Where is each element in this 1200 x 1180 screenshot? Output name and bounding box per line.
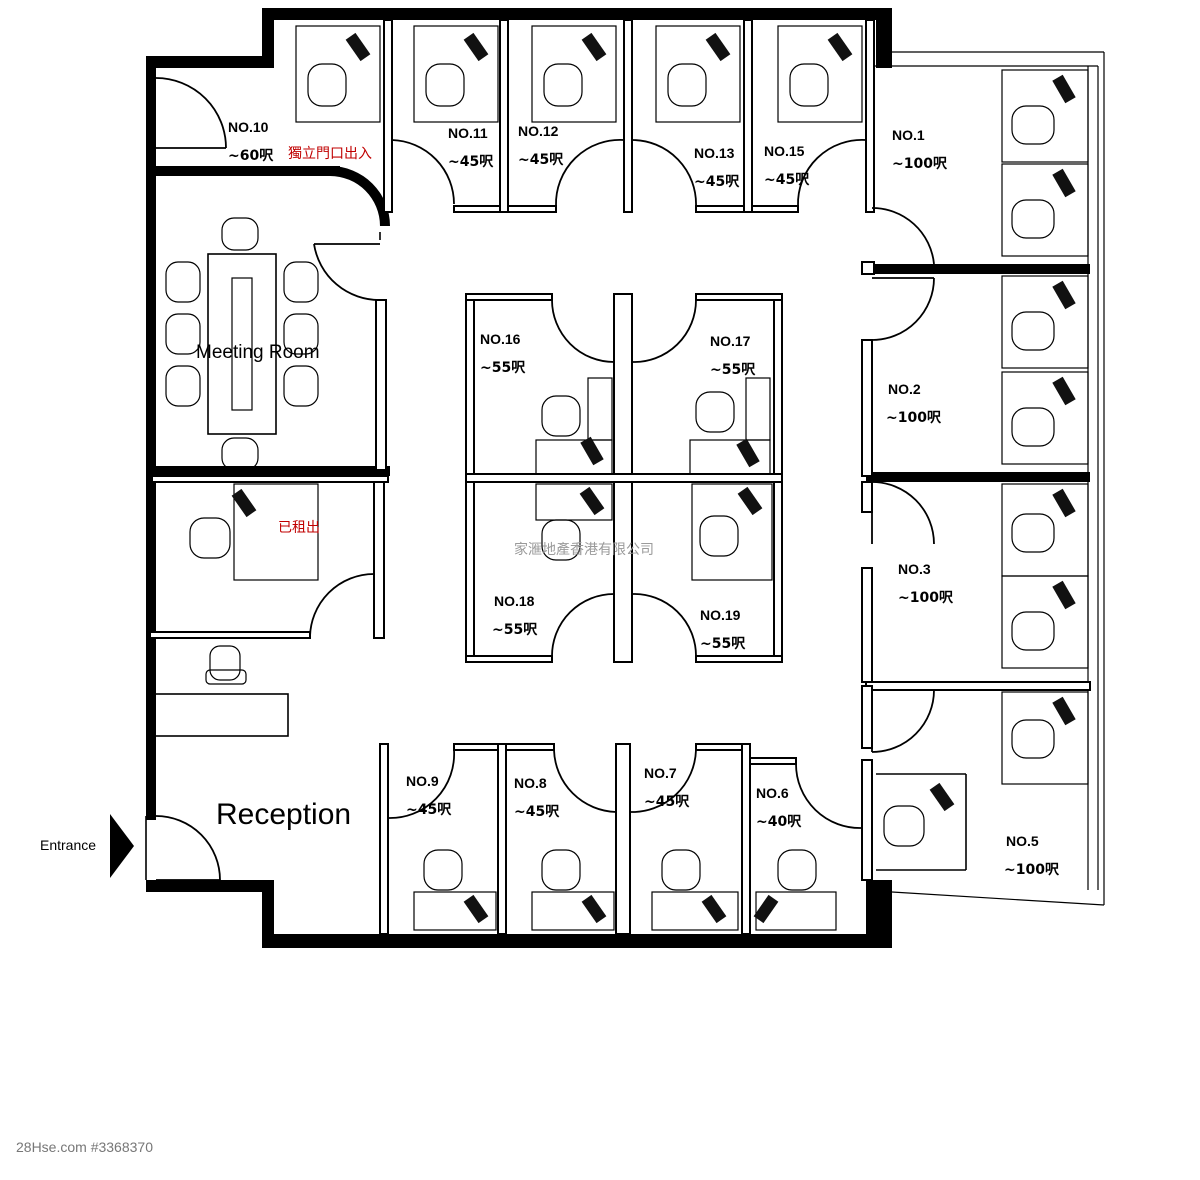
room-label: NO.12 xyxy=(518,123,559,139)
entrance-arrow-icon xyxy=(110,814,134,878)
entrance-doors xyxy=(110,77,227,881)
room-label: NO.11 xyxy=(448,125,488,141)
room-label: NO.2 xyxy=(888,381,921,397)
room-label: NO.18 xyxy=(494,593,535,609)
room-size: ~45呎 xyxy=(644,794,690,810)
room-label: NO.6 xyxy=(756,785,789,801)
room-size: ~45呎 xyxy=(448,154,494,170)
room-labels: NO.1 ~100呎 NO.2 ~100呎 NO.3 ~100呎 NO.5 ~1… xyxy=(228,119,1060,878)
center-block-walls xyxy=(465,293,783,663)
separate-entrance-note: 獨立門口出入 xyxy=(288,146,372,162)
room-size: ~45呎 xyxy=(514,804,560,820)
room-size: ~45呎 xyxy=(406,802,452,818)
workstations xyxy=(189,25,1089,931)
room-size: ~60呎 xyxy=(228,148,274,164)
room-label: NO.15 xyxy=(764,143,805,159)
rented-note: 已租出 xyxy=(278,520,320,536)
top-row-walls xyxy=(383,19,875,213)
room-size: ~100呎 xyxy=(1004,862,1060,878)
room-label: NO.17 xyxy=(710,333,751,349)
room-size: ~55呎 xyxy=(700,636,746,652)
room-label: NO.5 xyxy=(1006,833,1039,849)
bottom-row-walls xyxy=(379,743,863,935)
room-size: ~45呎 xyxy=(694,174,740,190)
room-size: ~100呎 xyxy=(898,590,954,606)
room-size: ~55呎 xyxy=(710,362,756,378)
reception-label: Reception xyxy=(216,798,351,831)
footer-listing-id: 28Hse.com #3368370 xyxy=(16,1139,153,1155)
room-label: NO.3 xyxy=(898,561,931,577)
entrance-label: Entrance xyxy=(40,837,96,853)
room-size: ~45呎 xyxy=(518,152,564,168)
room-size: ~55呎 xyxy=(492,622,538,638)
meeting-room-walls xyxy=(150,166,390,476)
room-label: NO.13 xyxy=(694,145,735,161)
room-label: NO.16 xyxy=(480,331,521,347)
room-label: NO.19 xyxy=(700,607,741,623)
meeting-table xyxy=(165,217,319,471)
room-label: NO.7 xyxy=(644,765,677,781)
reception-desk xyxy=(153,645,289,737)
room-size: ~45呎 xyxy=(764,172,810,188)
room-label: NO.9 xyxy=(406,773,439,789)
room-size: ~100呎 xyxy=(886,410,942,426)
room-label: NO.10 xyxy=(228,119,269,135)
room-size: ~100呎 xyxy=(892,156,948,172)
room-size: ~40呎 xyxy=(756,814,802,830)
room-label: NO.8 xyxy=(514,775,547,791)
rented-room-walls xyxy=(149,475,389,639)
right-rooms-walls xyxy=(861,207,1091,881)
room-size: ~55呎 xyxy=(480,360,526,376)
meeting-room-label: Meeting Room xyxy=(196,342,320,363)
room-label: NO.1 xyxy=(892,127,925,143)
watermark: 家滙地產香港有限公司 xyxy=(514,541,654,558)
